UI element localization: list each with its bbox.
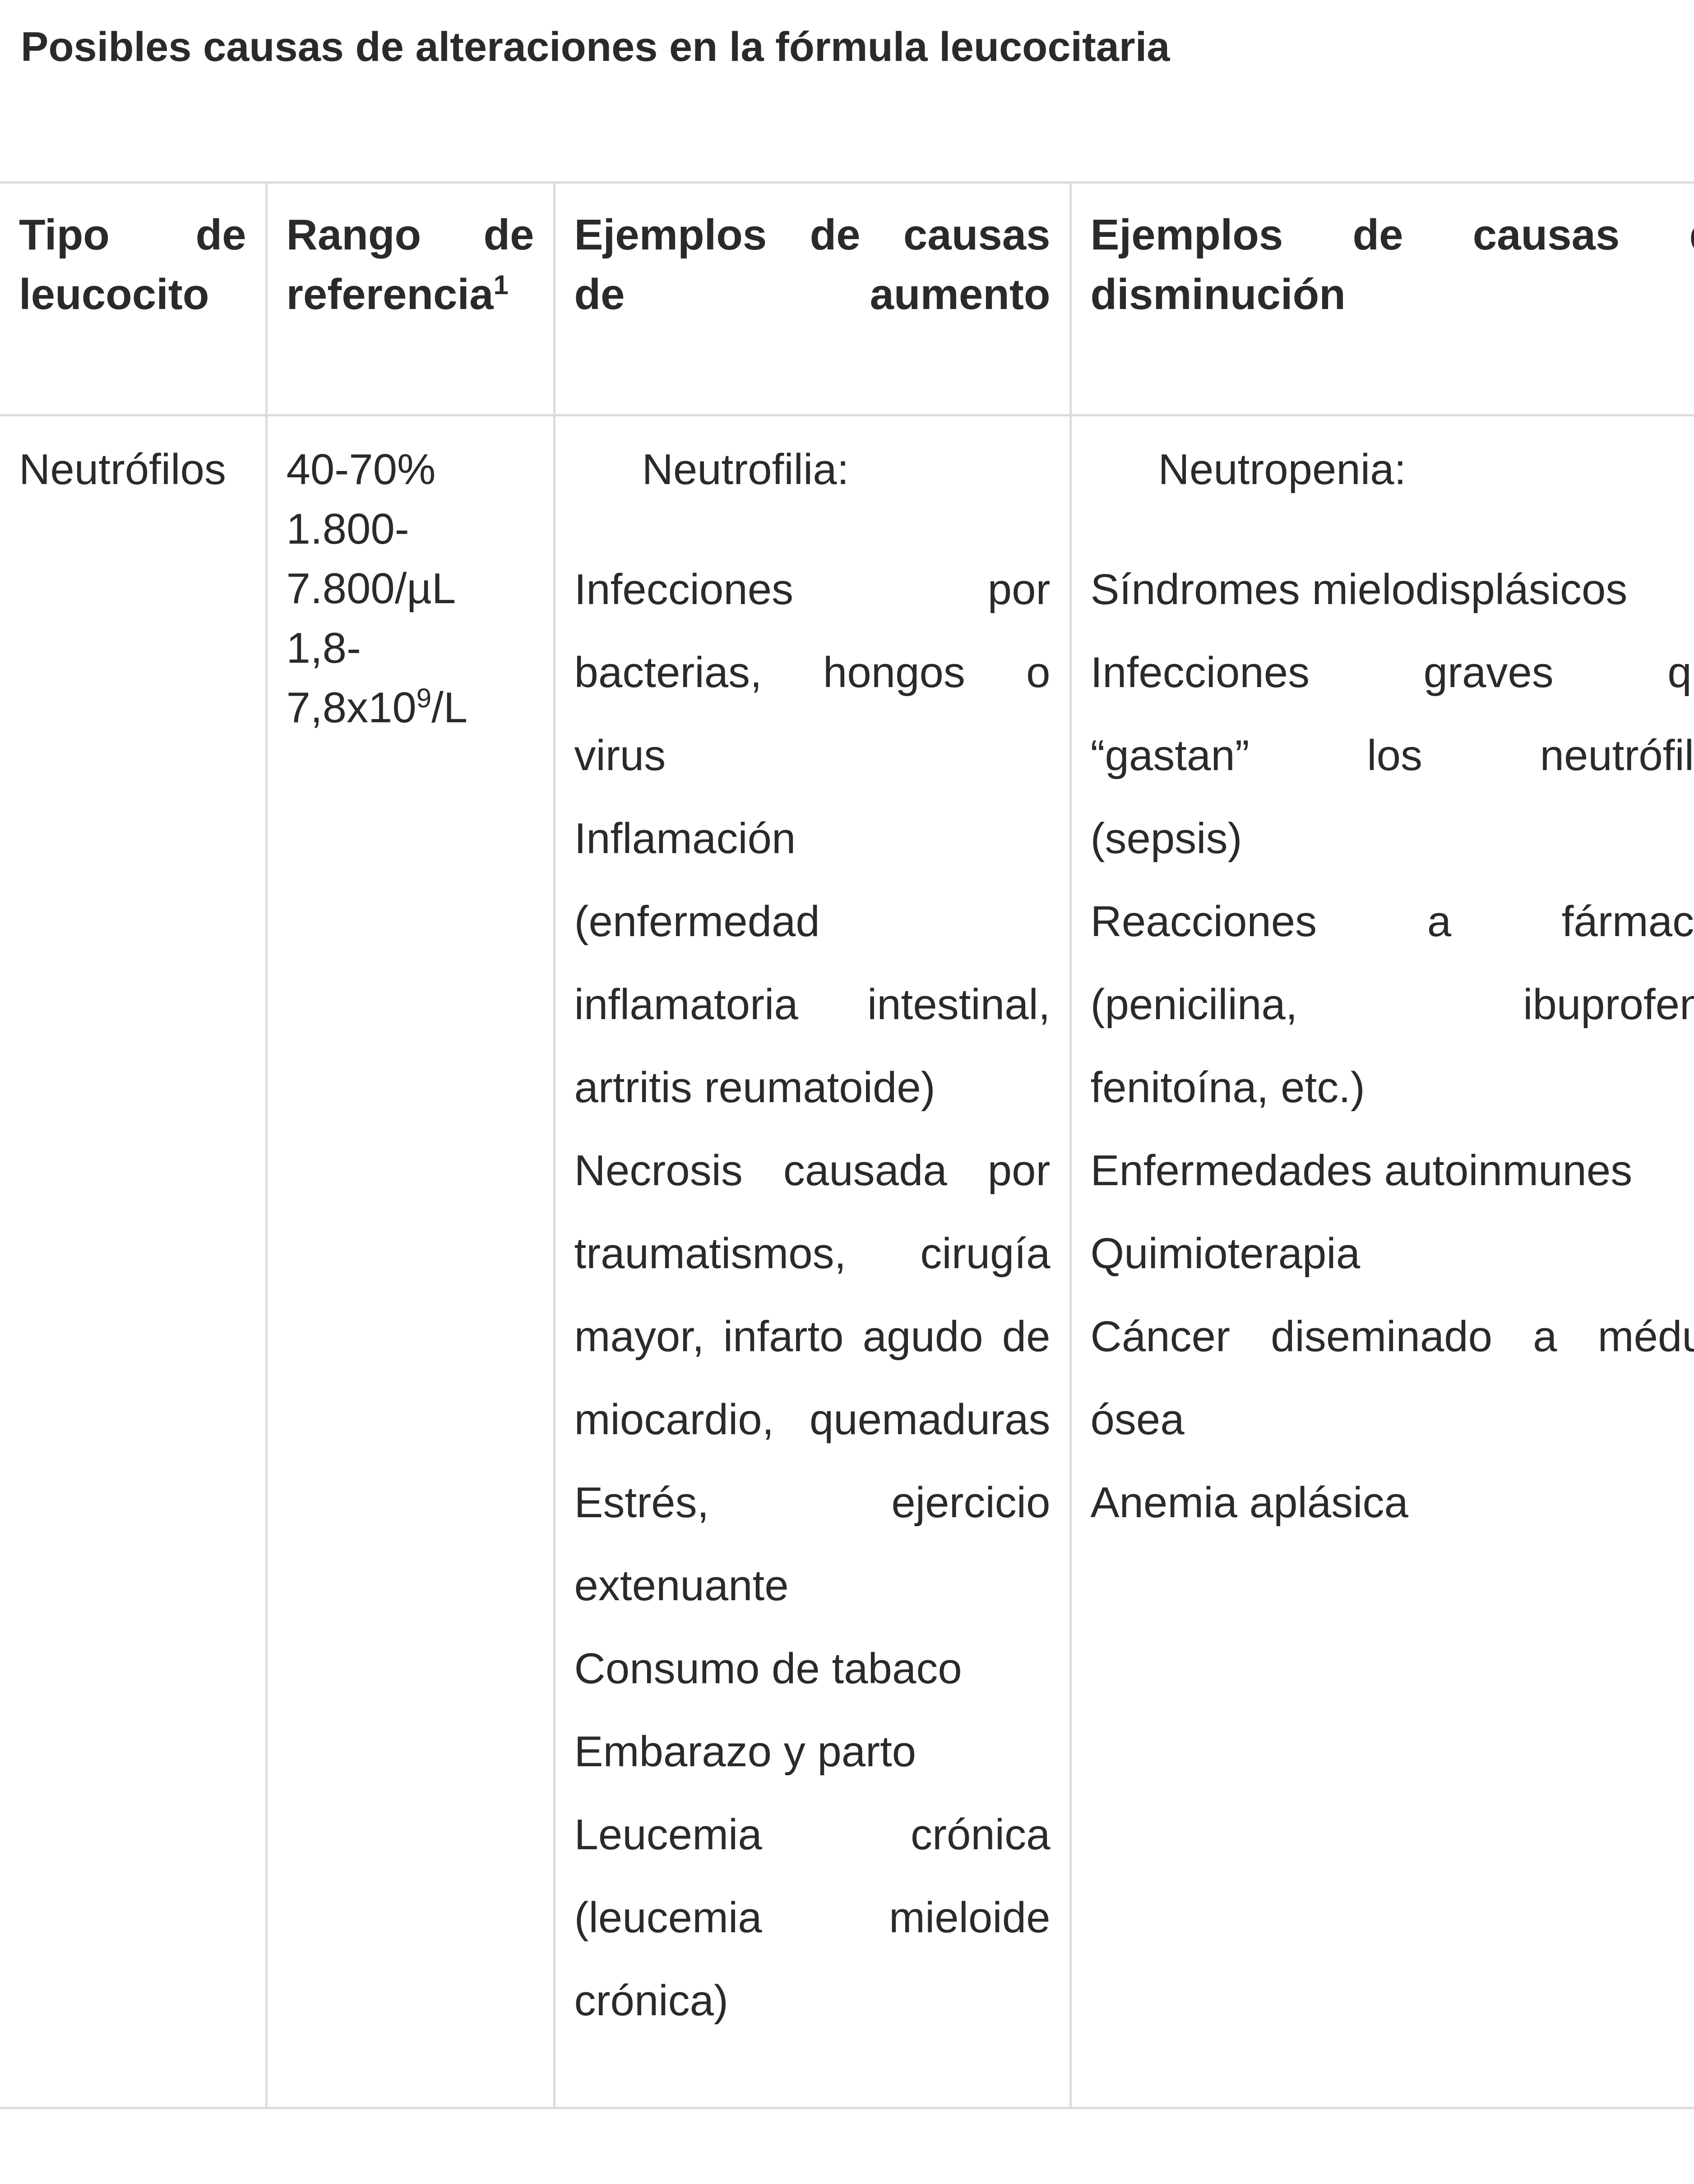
footnote-marker: 1 xyxy=(493,269,509,300)
range-count-end: 7.800/µL xyxy=(286,564,456,613)
list-item: Quimioterapia xyxy=(1090,1229,1361,1278)
cell-decrease-causes: Neutropenia: Síndromes mielodisplásicos … xyxy=(1069,414,1694,2109)
header-leukocyte-type: Tipo de leucocito xyxy=(0,181,268,416)
header-reference-range-text: Rango de referencia1 xyxy=(287,205,534,324)
range-count-start: 1.800- xyxy=(286,504,409,553)
range-percent: 40-70% xyxy=(286,445,436,494)
list-item: (sepsis) xyxy=(1090,814,1242,863)
table-title: Posibles causas de alteraciones en la fó… xyxy=(0,0,1694,184)
decrease-list: Síndromes mielodisplásicos Infecciones g… xyxy=(1091,548,1694,1544)
list-item: Necrosis causada por xyxy=(574,1146,1051,1195)
list-item: miocardio, quemaduras xyxy=(574,1395,1051,1444)
list-item: Embarazo y parto xyxy=(574,1727,916,1776)
list-item: ósea xyxy=(1090,1395,1185,1444)
header-reference-range-label: Rango de referencia xyxy=(286,210,534,319)
list-item: Cáncer diseminado a médula xyxy=(1090,1312,1694,1361)
range-si-start: 1,8- xyxy=(286,623,361,672)
header-reference-range: Rango de referencia1 xyxy=(265,181,555,416)
list-item: Leucemia crónica xyxy=(574,1810,1051,1859)
cell-increase-causes: Neutrofilia: Infecciones por bacterias, … xyxy=(553,414,1072,2109)
header-row: Tipo de leucocito Rango de referencia1 E… xyxy=(0,181,1694,416)
header-decrease-causes: Ejemplos de causas de disminución xyxy=(1069,181,1694,416)
range-si-unit: /L xyxy=(431,683,468,732)
range-si-base: 7,8x10 xyxy=(286,683,417,732)
list-item: Infecciones por xyxy=(574,565,1051,614)
increase-list: Infecciones por bacterias, hongos o viru… xyxy=(574,548,1051,2042)
list-item: inflamatoria intestinal, xyxy=(574,980,1051,1029)
list-item: fenitoína, etc.) xyxy=(1090,1063,1365,1112)
list-item: Síndromes mielodisplásicos xyxy=(1090,565,1628,614)
list-item: extenuante xyxy=(574,1561,789,1610)
list-item: crónica) xyxy=(574,1976,728,2025)
decrease-heading: Neutropenia: xyxy=(1158,445,1407,494)
increase-heading: Neutrofilia: xyxy=(642,445,849,494)
leukocyte-table: Posibles causas de alteraciones en la fó… xyxy=(0,0,1694,2109)
list-item: (penicilina, ibuprofeno, xyxy=(1090,980,1694,1029)
list-item: (leucemia mieloide xyxy=(574,1893,1051,1942)
list-item: “gastan” los neutrófilos xyxy=(1090,731,1694,780)
list-item: bacterias, hongos o xyxy=(574,648,1051,697)
list-item: artritis reumatoide) xyxy=(574,1063,935,1112)
list-item: Inflamación xyxy=(574,814,796,863)
list-item: traumatismos, cirugía xyxy=(574,1229,1051,1278)
table-row: Neutrófilos 40-70% 1.800- 7.800/µL 1,8- … xyxy=(0,414,1694,2109)
list-item: Infecciones graves que xyxy=(1090,648,1694,697)
list-item: Consumo de tabaco xyxy=(574,1644,962,1693)
header-increase-causes: Ejemplos de causas de aumento xyxy=(553,181,1072,416)
list-item: Enfermedades autoinmunes xyxy=(1090,1146,1633,1195)
cell-leukocyte-type: Neutrófilos xyxy=(0,414,268,2109)
list-item: Estrés, ejercicio xyxy=(574,1478,1051,1527)
list-item: virus xyxy=(574,731,666,780)
list-item: (enfermedad xyxy=(574,897,820,946)
list-item: mayor, infarto agudo de xyxy=(574,1312,1051,1361)
cell-reference-range: 40-70% 1.800- 7.800/µL 1,8- 7,8x109/L xyxy=(265,414,555,2109)
range-si-exponent: 9 xyxy=(416,683,432,713)
list-item: Reacciones a fármacos xyxy=(1090,897,1694,946)
list-item: Anemia aplásica xyxy=(1090,1478,1408,1527)
range-si-end: 7,8x109/L xyxy=(287,678,534,738)
